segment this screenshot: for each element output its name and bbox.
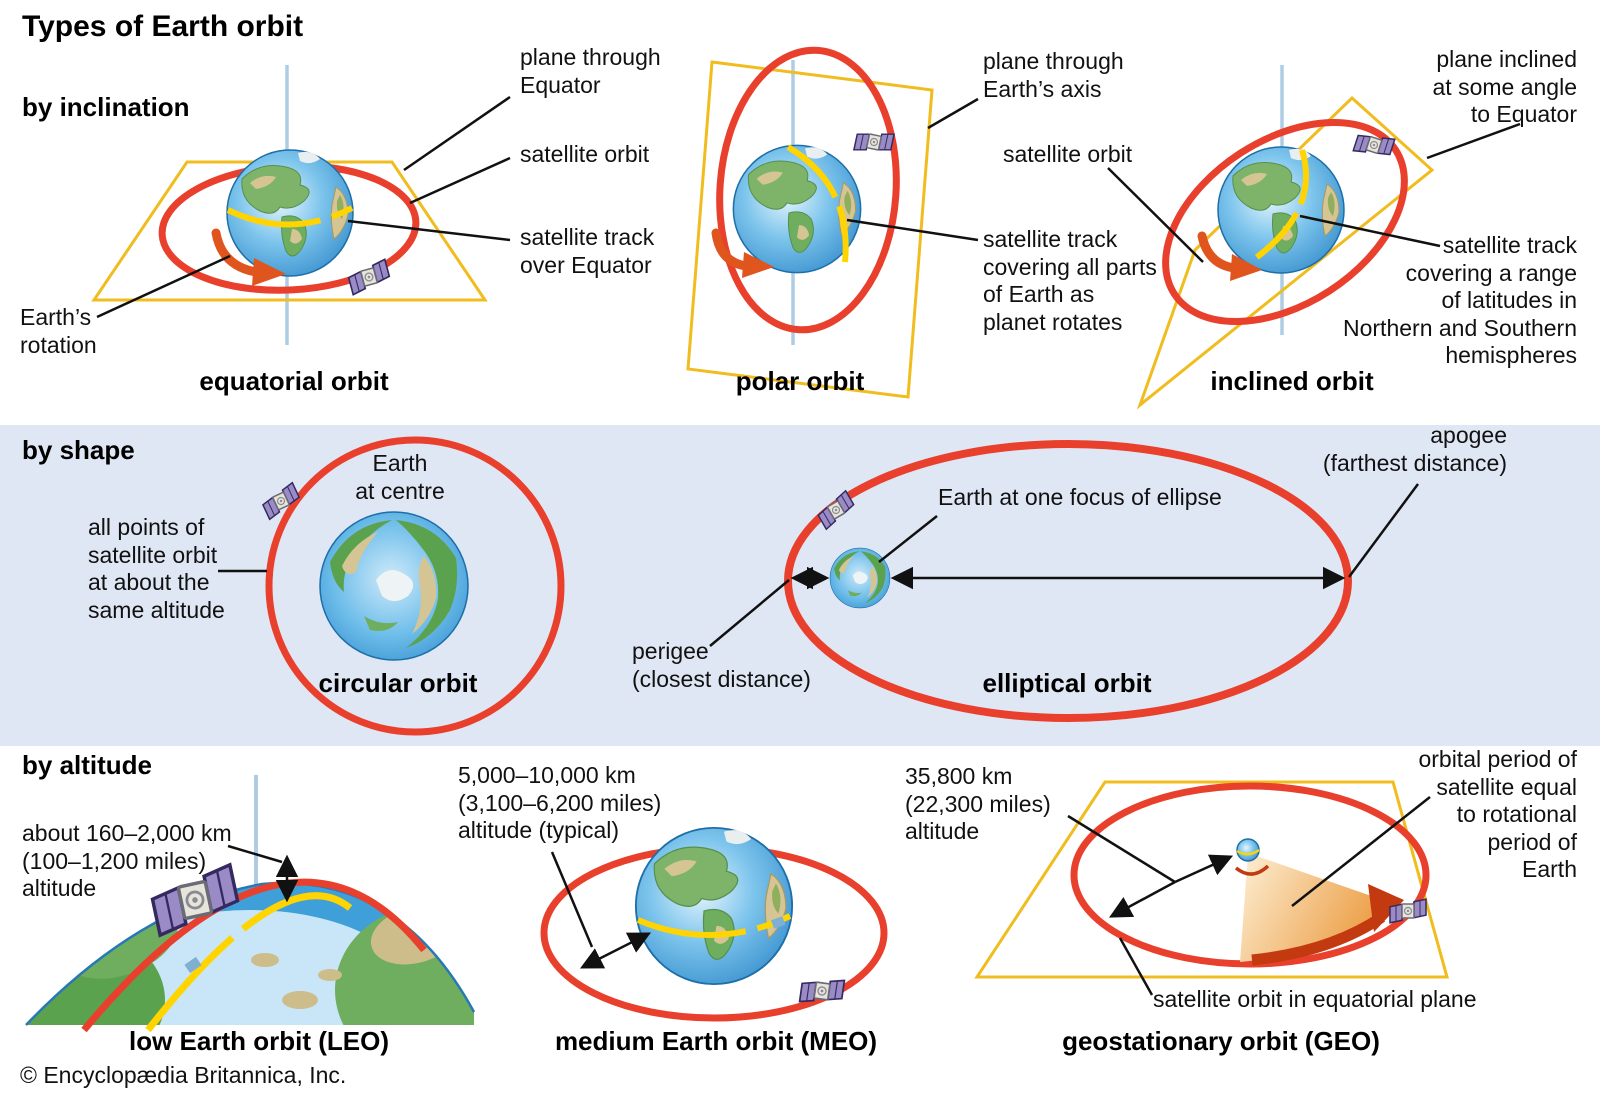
label-earth-at-centre: Earth at centre (355, 450, 445, 504)
label-geo-altitude: 35,800 km (22,300 miles) altitude (905, 763, 1051, 845)
label-earths-rotation: Earth’s rotation (20, 304, 97, 358)
caption-geo: geostationary orbit (GEO) (1062, 1026, 1380, 1056)
caption-leo: low Earth orbit (LEO) (129, 1026, 389, 1056)
caption-circular-orbit: circular orbit (318, 668, 478, 698)
label-apogee: apogee (farthest distance) (1322, 422, 1507, 476)
polar-plane (686, 60, 934, 399)
label-satellite-track-over-equator: satellite track over Equator (520, 224, 655, 278)
sweep-cone (1240, 853, 1400, 962)
sweep-arrow (1251, 912, 1386, 966)
altitude-arrows (1067, 814, 1234, 918)
altitude-heading: by altitude (22, 750, 153, 780)
circular-orbit-diagram (218, 436, 565, 736)
page-title: Types of Earth orbit (22, 10, 304, 43)
satellite-track (786, 144, 849, 263)
label-leo-altitude: about 160–2,000 km (100–1,200 miles) alt… (22, 820, 232, 902)
earth-globe-polar (319, 511, 469, 661)
rotation-arrow-icon (211, 228, 261, 277)
rotation-arrowhead-icon (1230, 254, 1262, 281)
shape-heading: by shape (22, 435, 135, 465)
label-plane-inclined: plane inclined at some angle to Equator (1432, 46, 1577, 128)
leader-line (227, 844, 283, 864)
satellite-orbit-path (716, 46, 900, 334)
leader-lines (709, 483, 1420, 647)
satellite-icon (345, 258, 393, 296)
satellite-track (1241, 149, 1309, 270)
label-plane-through-equator: plane through Equator (520, 44, 661, 98)
inclination-heading: by inclination (22, 92, 190, 122)
track-marker (184, 956, 202, 974)
rotation-arrow-icon (1197, 231, 1239, 273)
label-earth-at-one-focus: Earth at one focus of ellipse (938, 484, 1222, 510)
label-plane-through-earths-axis: plane through Earth’s axis (983, 48, 1124, 102)
caption-polar-orbit: polar orbit (735, 366, 865, 396)
label-all-points-same-altitude: all points of satellite orbit at about t… (88, 514, 225, 623)
equatorial-orbit-diagram (91, 65, 511, 345)
equatorial-plane (974, 780, 1449, 979)
rotation-arrow-icon (711, 228, 751, 271)
label-inclined-satellite-orbit: satellite orbit (1003, 141, 1133, 167)
caption-meo: medium Earth orbit (MEO) (554, 1026, 878, 1056)
sweep-arrowhead-icon (1368, 884, 1404, 932)
meo-diagram (540, 826, 888, 1022)
leader-lines (96, 95, 511, 319)
leader-lines (1107, 122, 1521, 263)
label-meo-altitude: 5,000–10,000 km (3,100–6,200 miles) alti… (458, 762, 662, 844)
caption-equatorial-orbit: equatorial orbit (199, 366, 389, 396)
rotation-arrowhead-icon (252, 258, 286, 286)
satellite-track (145, 892, 353, 1033)
track-marker (770, 916, 786, 929)
earth-globe-small (1236, 838, 1260, 862)
earth-horizon-outline (25, 881, 476, 1026)
caption-inclined-orbit: inclined orbit (1210, 366, 1374, 396)
rotation-arrowhead-icon (742, 252, 774, 278)
label-perigee: perigee (closest distance) (632, 638, 811, 692)
equator-line (1236, 848, 1260, 856)
satellite-track (226, 205, 354, 228)
earth-globe-polar (829, 547, 891, 609)
satellite-orbit-path (1162, 119, 1408, 325)
leader-lines (1118, 796, 1431, 996)
satellite-orbit-path (265, 436, 565, 736)
label-geo-orbital-period: orbital period of satellite equal to rot… (1418, 746, 1577, 883)
label-inclined-satellite-track: satellite track covering a range of lati… (1343, 232, 1577, 369)
label-polar-satellite-track: satellite track covering all parts of Ea… (983, 226, 1157, 335)
angle-arc (1234, 864, 1270, 876)
caption-elliptical-orbit: elliptical orbit (982, 668, 1152, 698)
label-equatorial-satellite-orbit: satellite orbit (520, 141, 650, 167)
altitude-arrow (579, 932, 652, 969)
polar-orbit-diagram (686, 46, 979, 399)
geo-diagram (974, 780, 1449, 996)
elliptical-orbit-diagram (709, 440, 1420, 722)
earth-globe (634, 826, 794, 986)
satellite-orbit-path (81, 878, 427, 1033)
leader-line (550, 851, 594, 948)
copyright-notice: © Encyclopædia Britannica, Inc. (20, 1062, 347, 1088)
satellite-orbit-path (1070, 782, 1430, 968)
leader-lines (846, 97, 979, 242)
label-geo-equatorial-plane: satellite orbit in equatorial plane (1153, 986, 1477, 1012)
inclined-orbit-diagram (1107, 65, 1521, 410)
